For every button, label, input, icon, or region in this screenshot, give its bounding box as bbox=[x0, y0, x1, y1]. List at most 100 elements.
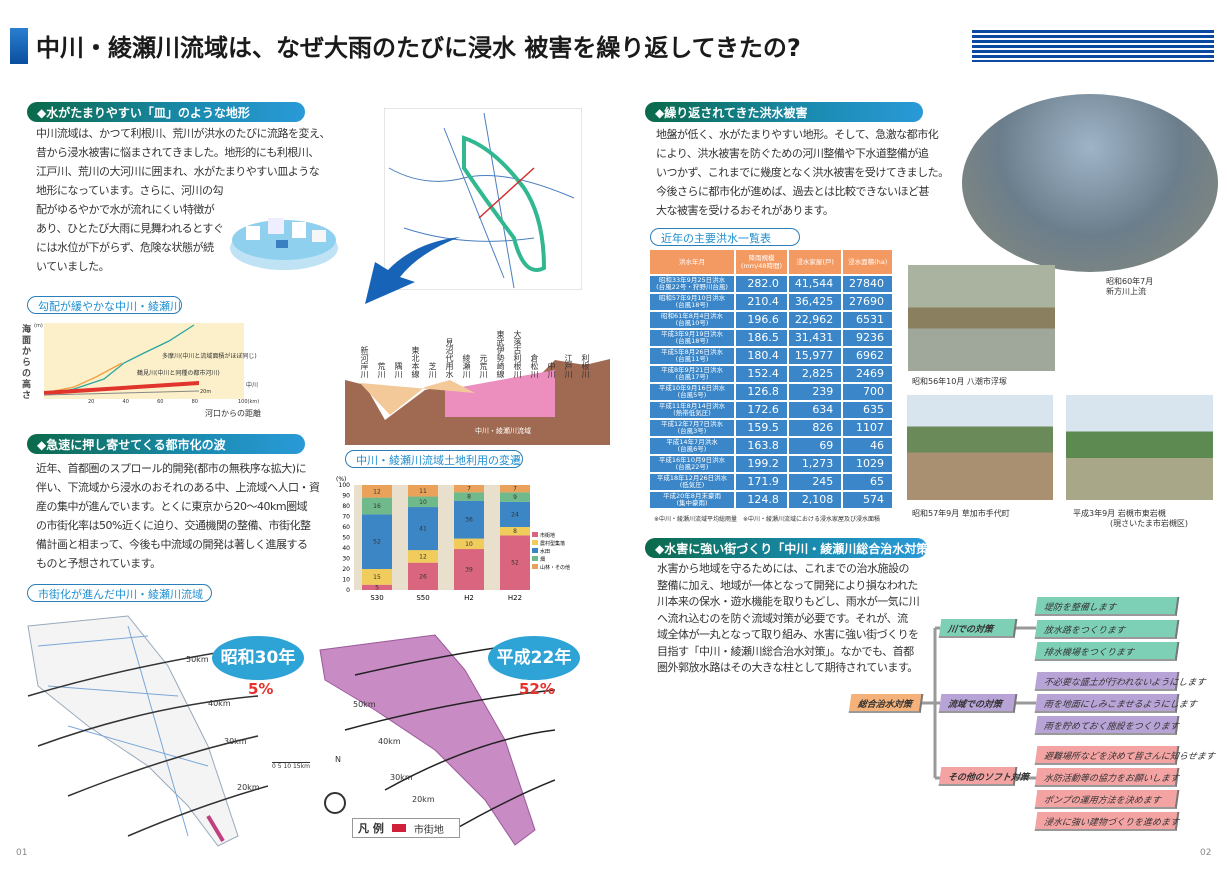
data-label: 41 bbox=[419, 526, 427, 533]
legend-swatch bbox=[391, 824, 406, 832]
table-cell: 172.6 bbox=[736, 402, 787, 418]
map-heisei22 bbox=[319, 634, 555, 846]
river-label: 芝川 bbox=[428, 362, 437, 378]
text-line: 川本来の保水・遊水機能を取りもどし、雨水が一気に川 bbox=[657, 595, 920, 608]
data-label: 7 bbox=[513, 486, 517, 493]
table-cell: 124.8 bbox=[736, 492, 787, 508]
legend-label: 市街地 bbox=[540, 532, 555, 539]
data-label: 9 bbox=[513, 494, 517, 501]
text-line: 目指す「中川・綾瀬川総合治水対策」。なかでも、首都 bbox=[657, 644, 914, 658]
bar-segment bbox=[454, 485, 484, 493]
text-line: 地形になっています。さらに、河川の勾 bbox=[36, 184, 224, 197]
text-line: 江戸川、荒川の大河川に囲まれ、水がたまりやすい皿ような bbox=[36, 165, 320, 178]
bar-segment bbox=[454, 500, 484, 539]
x-tick: 60 bbox=[157, 399, 164, 405]
bar-segment bbox=[500, 492, 530, 502]
bar-segment bbox=[362, 514, 392, 569]
photo-caption: 平成3年9月 岩槻市東岩槻 bbox=[1073, 509, 1166, 518]
table-cell: 282.0 bbox=[736, 276, 787, 292]
y-tick-label: 30 bbox=[342, 556, 350, 563]
urbanization-maps-heading: 市街化が進んだ中川・綾瀬川流域 bbox=[27, 584, 212, 602]
table-cell: 700 bbox=[843, 384, 892, 400]
x-tick: 20 bbox=[88, 399, 95, 405]
bar-segment bbox=[500, 501, 530, 527]
table-cell: 1,273 bbox=[788, 456, 842, 472]
flood-event-cell: 昭和33年9月25日洪水(台風22号・狩野川台風) bbox=[650, 276, 734, 292]
flood-event-cell: 平成16年10月9日洪水(台風22号) bbox=[650, 456, 734, 472]
cell-text: 平成3年9月19日洪水 bbox=[660, 329, 724, 338]
bar-segment bbox=[362, 485, 392, 498]
table-cell: 27690 bbox=[843, 294, 892, 310]
bar-segment bbox=[362, 569, 392, 585]
cell-text: (台風22号・狩野川台風) bbox=[656, 283, 728, 291]
flood-event-cell: 平成8年9月21日洪水(台風17号) bbox=[650, 366, 734, 382]
text-line: には水位が下がらず、危険な状態が続 bbox=[36, 241, 214, 254]
section-heading-urbanization: ◆急速に押し寄せてくる都市化の波 bbox=[27, 434, 305, 454]
y-tick-label: 0 bbox=[346, 587, 350, 594]
flood-measures-text: 水害から地域を守るためには、これまでの治水施設の整備に加え、地域が一体となって開… bbox=[657, 561, 920, 677]
table-cell: 69 bbox=[788, 438, 842, 454]
flow-group-river: 川での対策 bbox=[938, 619, 1018, 638]
y-tick-label: 70 bbox=[342, 514, 350, 521]
naka-label: 中川 bbox=[246, 382, 259, 389]
cell-text: (台風3号) bbox=[677, 427, 707, 435]
cell-text: 平成12年7月7日洪水 bbox=[660, 419, 724, 428]
cell-text: (台風5号) bbox=[677, 391, 707, 399]
text-line: 近年、首都圏のスプロール的開発(都市の無秩序な拡大)に bbox=[36, 462, 307, 475]
text-line: 圏外郭放水路はその大きな柱として期待されています。 bbox=[657, 661, 918, 674]
table-cell: 196.6 bbox=[736, 312, 787, 328]
dish-terrain-text: 中川流域は、かつて利根川、荒川が洪水のたびに流路を変え、昔から浸水被害に悩まされ… bbox=[36, 124, 331, 276]
cell-text: (台風22号) bbox=[675, 463, 709, 471]
data-label: 15 bbox=[373, 574, 381, 581]
flow-item: ポンプの運用方法を決めます bbox=[1034, 790, 1180, 809]
data-label: 52 bbox=[511, 560, 519, 567]
y-tick-label: 90 bbox=[342, 493, 350, 500]
map-legend: 凡 例 市街地 bbox=[352, 818, 460, 838]
y-tick-label: 100 bbox=[339, 482, 351, 489]
flow-root-box: 総合治水対策 bbox=[848, 694, 924, 713]
bar-segment bbox=[408, 485, 438, 497]
table-cell: 31,431 bbox=[788, 330, 842, 346]
aerial-flood-photo bbox=[962, 94, 1218, 272]
text-line: により、洪水被害を防ぐための河川整備や下水道整備が追 bbox=[656, 147, 929, 160]
river-label: 江戸川 bbox=[564, 354, 573, 378]
x-unit: 100(km) bbox=[238, 399, 260, 405]
cell-text: 平成14年7月洪水 bbox=[666, 437, 718, 446]
river-label: 利根川 bbox=[581, 354, 590, 378]
x-tick: 80 bbox=[191, 399, 198, 405]
bar-segment bbox=[408, 496, 438, 508]
photo-caption: 昭和56年10月 八潮市浮塚 bbox=[912, 377, 1007, 386]
flood-event-cell: 平成3年9月19日洪水(台風18号) bbox=[650, 330, 734, 346]
y-tick-label: 80 bbox=[342, 503, 350, 510]
era-bubble-showa30: 昭和30年 bbox=[212, 636, 304, 680]
flood-event-cell: 平成11年8月14日洪水(熱帯低気圧) bbox=[650, 402, 734, 418]
river-label: 荒川 bbox=[377, 362, 386, 378]
photo-caption: (現さいたま市岩槻区) bbox=[1110, 519, 1189, 528]
cell-text: (台風18号) bbox=[675, 337, 709, 345]
x-tick: 40 bbox=[122, 399, 129, 405]
ring-label: 50km bbox=[186, 655, 209, 664]
tsurumi-label: 鶴見川(中川と同種の都市河川) bbox=[137, 370, 220, 377]
flood-photo-soka bbox=[907, 395, 1053, 500]
flow-item: 雨を地面にしみこませるようにします bbox=[1034, 694, 1197, 713]
cell-text: (低気圧) bbox=[679, 481, 705, 489]
flow-item: 避難場所などを決めて皆さんに知らせます bbox=[1034, 746, 1215, 765]
river-label: 大落古利根川 bbox=[513, 330, 522, 378]
map-showa30 bbox=[27, 615, 268, 847]
table-cell: 634 bbox=[788, 402, 842, 418]
flood-event-cell: 平成10年9月16日洪水(台風5号) bbox=[650, 384, 734, 400]
river-gradient-chart bbox=[44, 323, 244, 399]
y-tick-label: 40 bbox=[342, 545, 350, 552]
data-label: 10 bbox=[465, 541, 473, 548]
col-header: 洪水年月 bbox=[650, 250, 734, 274]
naka-river-line bbox=[44, 381, 199, 395]
flood-event-cell: 昭和57年9月10日洪水(台風18号) bbox=[650, 294, 734, 310]
text-line: あり、ひとたび大雨に見舞われるとすぐ bbox=[36, 222, 224, 235]
legend-label: 農村型集落 bbox=[540, 540, 565, 547]
cell-text: 平成20年8月末豪雨 bbox=[663, 491, 721, 500]
page-title: 中川・綾瀬川流域は、なぜ大雨のたびに浸水 被害を繰り返してきたの? bbox=[36, 34, 801, 62]
ring-label: 40km bbox=[208, 699, 231, 708]
y-tick-label: 60 bbox=[342, 524, 350, 531]
data-label: 39 bbox=[465, 567, 473, 574]
section-heading-dish-terrain: ◆水がたまりやすい「皿」のような地形 bbox=[27, 102, 305, 122]
